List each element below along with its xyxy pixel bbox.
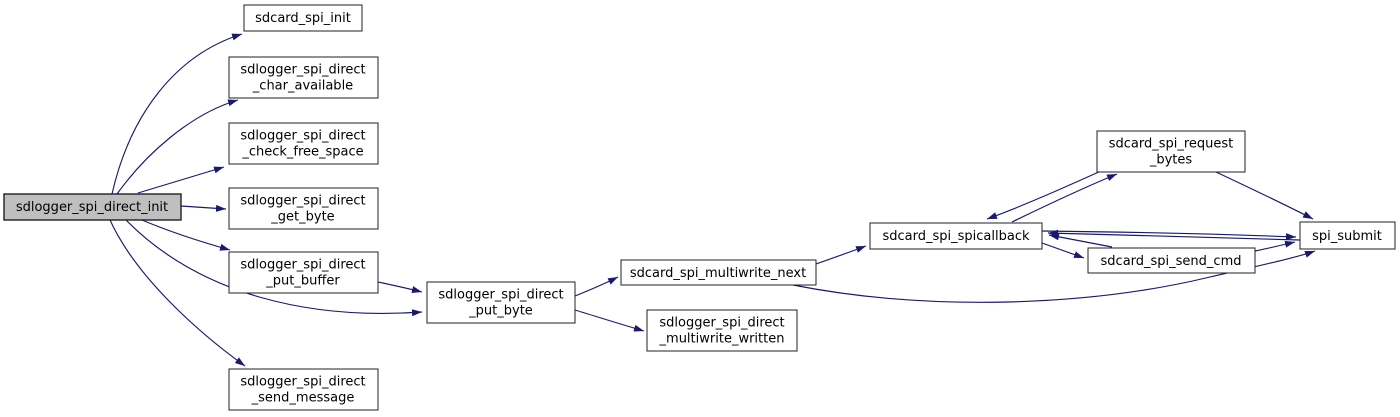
- node-label: sdcard_spi_init: [255, 11, 351, 26]
- edge-spi-submit-to-spicallback: [1047, 229, 1301, 241]
- edge-init-to-put-buffer: [141, 219, 231, 251]
- node-label-line1: sdlogger_spi_direct: [240, 63, 365, 78]
- node-label-line2: _char_available: [252, 79, 353, 94]
- node-box: [1087, 247, 1256, 274]
- node-box: [228, 122, 379, 165]
- edge-multiwrite-next-to-spicallback: [815, 245, 867, 265]
- node-label-line2: _get_byte: [270, 210, 334, 225]
- node-label-line2: _check_free_space: [241, 145, 363, 160]
- node-box: [228, 187, 379, 230]
- node-box: [1299, 221, 1396, 250]
- node-box: [243, 4, 363, 32]
- edge-send-cmd-to-spicallback: [1048, 233, 1113, 248]
- node-label-line1: sdlogger_spi_direct: [438, 288, 563, 303]
- node-label-line1: sdlogger_spi_direct: [659, 316, 784, 331]
- node-box: [3, 193, 182, 221]
- edge-spicallback-to-request-bytes: [1011, 173, 1118, 223]
- node-label-line1: sdlogger_spi_direct: [240, 194, 365, 209]
- edge-layer: [109, 33, 1316, 367]
- edge-put-byte-to-multiwrite-next: [574, 276, 619, 297]
- node-sdcard-spi-send-cmd[interactable]: sdcard_spi_send_cmd: [1087, 247, 1256, 274]
- node-label: sdlogger_spi_direct_init: [16, 200, 168, 215]
- edge-init-to-char-available: [116, 99, 239, 195]
- node-label-line2: _bytes: [1149, 153, 1193, 168]
- node-spi-submit[interactable]: spi_submit: [1299, 221, 1396, 250]
- node-label-line2: _multiwrite_written: [659, 332, 785, 347]
- node-sdlogger-spi-direct-multiwrite-written[interactable]: sdlogger_spi_direct _multiwrite_written: [646, 309, 798, 352]
- node-box: [426, 281, 576, 324]
- edge-init-to-check-free-space: [137, 166, 225, 194]
- edge-request-bytes-to-spicallback: [986, 170, 1102, 220]
- edge-multiwrite-next-to-spi-submit: [792, 250, 1316, 303]
- edge-spicallback-to-send-cmd: [1041, 242, 1085, 259]
- node-sdlogger-spi-direct-get-byte[interactable]: sdlogger_spi_direct _get_byte: [228, 187, 379, 230]
- edge-init-to-sdcard-spi-init: [111, 33, 243, 195]
- node-sdlogger-spi-direct-send-message[interactable]: sdlogger_spi_direct _send_message: [228, 368, 379, 411]
- node-sdcard-spi-spicallback[interactable]: sdcard_spi_spicallback: [869, 222, 1043, 250]
- node-sdlogger-spi-direct-put-buffer[interactable]: sdlogger_spi_direct _put_buffer: [228, 251, 379, 294]
- edge-spicallback-to-spi-submit: [1041, 230, 1297, 241]
- edge-request-bytes-to-spi-submit: [1215, 171, 1314, 220]
- edge-send-cmd-to-spi-submit: [1254, 240, 1296, 252]
- edge-put-buffer-to-put-byte: [377, 281, 423, 293]
- node-sdlogger-spi-direct-put-byte[interactable]: sdlogger_spi_direct _put_byte: [426, 281, 576, 324]
- node-box: [646, 309, 798, 352]
- node-box: [228, 368, 379, 411]
- node-box: [620, 259, 817, 286]
- node-label: sdcard_spi_spicallback: [882, 229, 1029, 244]
- node-label: sdcard_spi_multiwrite_next: [630, 266, 806, 281]
- node-box: [1096, 130, 1246, 173]
- node-label: sdcard_spi_send_cmd: [1101, 254, 1242, 269]
- node-label-line1: sdcard_spi_request: [1109, 137, 1234, 152]
- node-label-line2: _put_byte: [468, 304, 533, 319]
- edge-init-to-get-byte: [180, 204, 227, 212]
- node-label-line2: _send_message: [251, 391, 355, 406]
- node-sdlogger-spi-direct-char-available[interactable]: sdlogger_spi_direct _char_available: [228, 56, 379, 99]
- node-label-line1: sdlogger_spi_direct: [240, 375, 365, 390]
- node-sdcard-spi-request-bytes[interactable]: sdcard_spi_request _bytes: [1096, 130, 1246, 173]
- edge-init-to-send-message: [109, 219, 246, 367]
- node-layer: sdlogger_spi_direct_init sdcard_spi_init…: [3, 4, 1396, 411]
- node-label-line1: sdlogger_spi_direct: [240, 129, 365, 144]
- node-label-line2: _put_buffer: [265, 274, 340, 289]
- node-sdlogger-spi-direct-check-free-space[interactable]: sdlogger_spi_direct _check_free_space: [228, 122, 379, 165]
- node-sdcard-spi-init[interactable]: sdcard_spi_init: [243, 4, 363, 32]
- edge-put-byte-to-multiwrite-written: [574, 309, 645, 332]
- node-sdlogger-spi-direct-init[interactable]: sdlogger_spi_direct_init: [3, 193, 182, 221]
- edge-init-to-put-byte: [125, 219, 423, 317]
- node-label: spi_submit: [1312, 229, 1382, 244]
- node-sdcard-spi-multiwrite-next[interactable]: sdcard_spi_multiwrite_next: [620, 259, 817, 286]
- node-label-line1: sdlogger_spi_direct: [240, 258, 365, 273]
- node-box: [228, 56, 379, 99]
- node-box: [869, 222, 1043, 250]
- node-box: [228, 251, 379, 294]
